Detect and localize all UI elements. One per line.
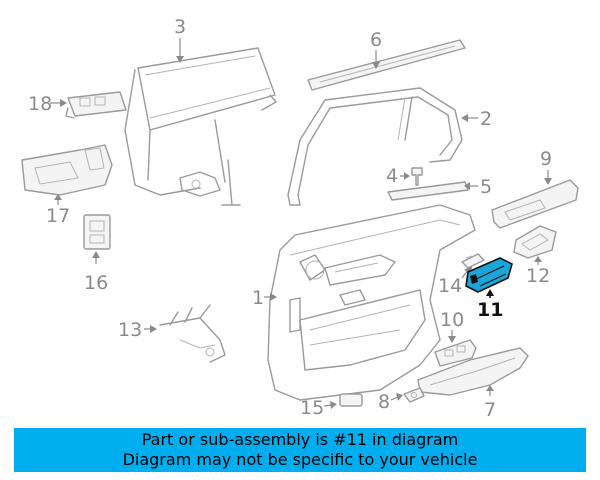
part-14-bracket[interactable] bbox=[461, 253, 485, 269]
callout-7: 7 bbox=[484, 385, 496, 421]
part-5-inner-belt-seal[interactable] bbox=[387, 181, 469, 201]
banner-line-1: Part or sub-assembly is #11 in diagram bbox=[141, 430, 459, 449]
callout-8: 8 bbox=[378, 391, 403, 413]
part-13-harness-bracket[interactable] bbox=[159, 304, 226, 363]
svg-text:18: 18 bbox=[28, 93, 52, 115]
callout-6: 6 bbox=[370, 29, 382, 69]
callout-2: 2 bbox=[461, 108, 492, 130]
callout-15: 15 bbox=[300, 397, 337, 419]
callout-16: 16 bbox=[84, 251, 108, 294]
part-8-clip-bracket[interactable] bbox=[403, 387, 425, 403]
callout-4: 4 bbox=[386, 165, 410, 187]
callout-10: 10 bbox=[440, 309, 464, 343]
svg-text:11: 11 bbox=[477, 299, 503, 321]
part-3-window-regulator[interactable] bbox=[124, 47, 277, 206]
part-9-armrest-cover[interactable] bbox=[491, 179, 579, 229]
svg-text:12: 12 bbox=[526, 265, 550, 287]
svg-text:5: 5 bbox=[480, 176, 492, 198]
part-1-door-trim-panel[interactable] bbox=[267, 204, 476, 401]
callout-11: 11 bbox=[477, 289, 503, 321]
svg-text:8: 8 bbox=[378, 391, 390, 413]
part-4-clip[interactable] bbox=[411, 167, 423, 186]
svg-text:15: 15 bbox=[300, 397, 324, 419]
info-banner: Part or sub-assembly is #11 in diagram D… bbox=[14, 428, 586, 472]
svg-text:9: 9 bbox=[540, 148, 552, 170]
svg-text:14: 14 bbox=[438, 275, 462, 297]
callout-9: 9 bbox=[540, 148, 552, 185]
part-12-speaker-grille[interactable] bbox=[513, 225, 557, 259]
callout-17: 17 bbox=[46, 194, 70, 227]
part-16-switch-module[interactable] bbox=[83, 214, 111, 250]
svg-text:1: 1 bbox=[252, 287, 264, 309]
svg-text:3: 3 bbox=[174, 16, 186, 38]
callout-5: 5 bbox=[464, 176, 492, 198]
part-15-small-switch[interactable] bbox=[339, 393, 363, 407]
part-10-window-switch[interactable] bbox=[434, 339, 477, 367]
callout-18: 18 bbox=[28, 93, 67, 115]
part-18-switch-housing[interactable] bbox=[65, 91, 127, 119]
svg-text:6: 6 bbox=[370, 29, 382, 51]
part-17-seat-switch[interactable] bbox=[21, 144, 113, 196]
callout-1: 1 bbox=[252, 287, 277, 309]
callout-12: 12 bbox=[526, 256, 550, 287]
part-6-beltline-strip[interactable] bbox=[307, 39, 466, 91]
svg-text:10: 10 bbox=[440, 309, 464, 331]
callout-3: 3 bbox=[174, 16, 186, 63]
svg-text:7: 7 bbox=[484, 399, 496, 421]
banner-line-2: Diagram may not be specific to your vehi… bbox=[122, 450, 478, 469]
svg-text:17: 17 bbox=[46, 205, 70, 227]
callout-13: 13 bbox=[118, 319, 157, 341]
part-7-armrest[interactable] bbox=[417, 347, 529, 396]
part-11-door-handle-highlighted[interactable] bbox=[465, 257, 513, 293]
svg-text:16: 16 bbox=[84, 272, 108, 294]
svg-text:2: 2 bbox=[480, 108, 492, 130]
svg-text:4: 4 bbox=[386, 165, 398, 187]
svg-text:13: 13 bbox=[118, 319, 142, 341]
part-2-frame-trim[interactable] bbox=[287, 87, 463, 206]
